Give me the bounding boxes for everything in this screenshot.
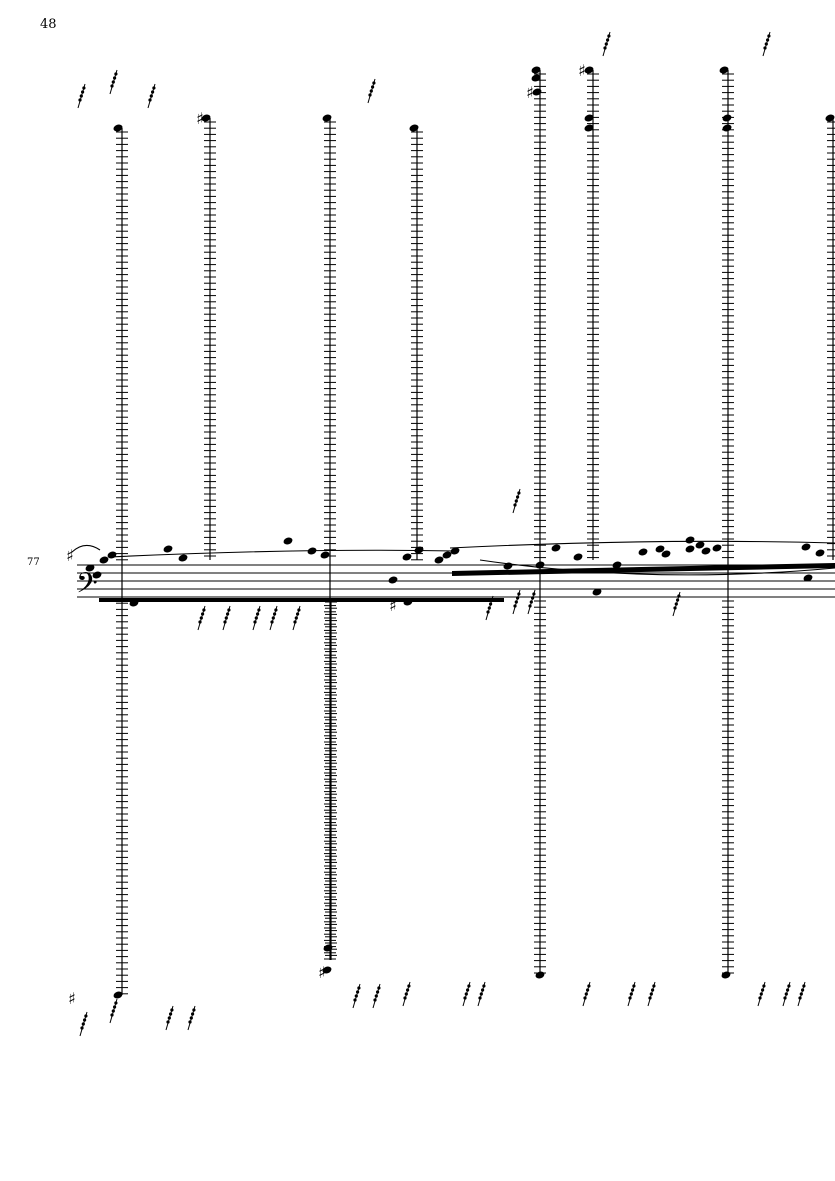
- notehead: [612, 561, 622, 569]
- bass-clef-icon: 𝄢: [76, 567, 98, 607]
- rest-stem: [672, 591, 681, 617]
- notehead: [825, 114, 835, 122]
- notehead: [719, 66, 729, 74]
- notehead: [701, 547, 711, 555]
- rest-stem: [222, 605, 231, 631]
- rest-stem: [627, 981, 636, 1007]
- rest-stem: [757, 981, 766, 1007]
- page-number: 48: [40, 17, 57, 32]
- notehead: [99, 556, 109, 564]
- notehead: [403, 598, 413, 606]
- notehead: [815, 549, 825, 557]
- sharp-icon: ♯: [578, 61, 586, 80]
- rest-stem: [367, 78, 376, 104]
- ledger-lines: [116, 70, 835, 995]
- notehead: [685, 545, 695, 553]
- sharp-icon: ♯: [66, 546, 74, 565]
- rest-stem: [165, 1005, 174, 1031]
- rest-stem: [197, 605, 206, 631]
- notehead: [322, 966, 332, 974]
- rest-stem: [187, 1005, 196, 1031]
- notehead: [323, 944, 333, 952]
- notehead: [584, 114, 594, 122]
- notehead: [92, 571, 102, 579]
- notehead: [685, 536, 695, 544]
- rest-stem: [797, 981, 806, 1007]
- notehead: [584, 124, 594, 132]
- rest-stem: [147, 83, 156, 109]
- rest-stem: [402, 981, 411, 1007]
- notehead: [712, 544, 722, 552]
- notehead: [442, 551, 452, 559]
- beams: [99, 563, 835, 602]
- rest-stem: [352, 983, 361, 1009]
- rest-stem: [762, 31, 771, 57]
- sharp-icon: ♯: [68, 989, 76, 1008]
- notehead: [531, 66, 541, 74]
- notehead: [402, 553, 412, 561]
- rest-stem: [782, 981, 791, 1007]
- rest-stem: [512, 488, 521, 514]
- sharp-icon: ♯: [526, 83, 534, 102]
- notehead: [551, 544, 561, 552]
- rest-stem: [602, 31, 611, 57]
- sharp-icon: ♯: [318, 963, 326, 982]
- notehead: [388, 576, 398, 584]
- notehead: [638, 548, 648, 556]
- rest-stem: [477, 981, 486, 1007]
- notehead: [803, 574, 813, 582]
- rest-stem: [512, 589, 521, 615]
- slurs: [71, 540, 835, 576]
- rest-stem: [109, 998, 118, 1024]
- notehead: [201, 114, 211, 122]
- notehead: [661, 550, 671, 558]
- rest-stem: [462, 981, 471, 1007]
- notehead: [503, 562, 513, 570]
- rest-stem: [485, 595, 494, 621]
- rest-stem: [79, 1011, 88, 1037]
- rest-stem: [647, 981, 656, 1007]
- notehead: [573, 553, 583, 561]
- rest-stem: [252, 605, 261, 631]
- notehead: [721, 971, 731, 979]
- notehead: [322, 114, 332, 122]
- notehead: [532, 88, 542, 96]
- notehead: [320, 551, 330, 559]
- notehead: [113, 124, 123, 132]
- notehead: [655, 545, 665, 553]
- notehead: [722, 114, 732, 122]
- rest-stem: [292, 605, 301, 631]
- measure-number: 77: [27, 557, 40, 568]
- rest-stem: [527, 589, 536, 615]
- notehead: [535, 971, 545, 979]
- rest-stem: [372, 983, 381, 1009]
- notehead: [801, 543, 811, 551]
- notehead: [584, 66, 594, 74]
- rests: [77, 31, 806, 1037]
- notehead: [434, 556, 444, 564]
- sharp-icon: ♯: [196, 109, 204, 128]
- notehead: [163, 545, 173, 553]
- notehead: [129, 599, 139, 607]
- notehead: [592, 588, 602, 596]
- rest-stem: [582, 981, 591, 1007]
- sharp-icon: ♯: [389, 596, 397, 615]
- notehead: [531, 74, 541, 82]
- rest-stem: [77, 83, 86, 109]
- rest-stem: [109, 69, 118, 95]
- staff: [77, 564, 835, 598]
- sharp-accidentals: ♯ ♯ ♯ ♯ ♯ ♯ ♯: [66, 61, 586, 1008]
- notehead: [722, 124, 732, 132]
- rest-stem: [269, 605, 278, 631]
- notehead: [178, 554, 188, 562]
- notehead: [409, 124, 419, 132]
- notehead: [695, 541, 705, 549]
- notehead: [283, 537, 293, 545]
- noteheads: [85, 66, 835, 999]
- notehead: [85, 564, 95, 572]
- notehead: [113, 991, 123, 999]
- svg-text:𝄢: 𝄢: [76, 567, 98, 607]
